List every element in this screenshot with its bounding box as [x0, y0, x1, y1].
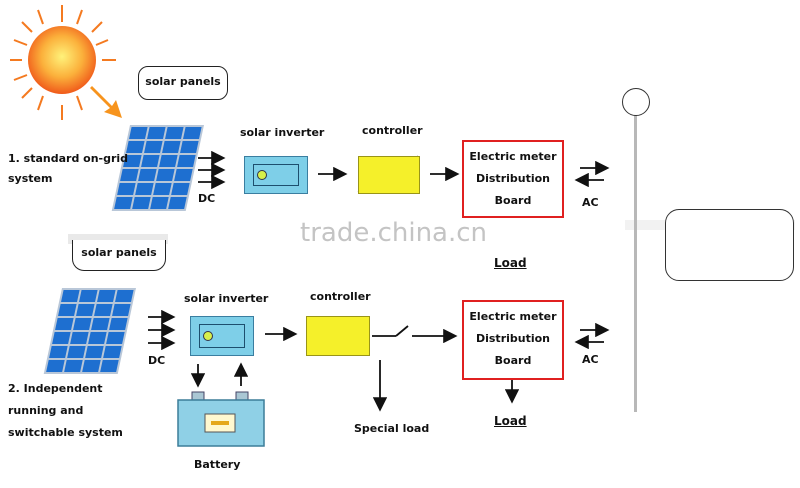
switch-icon [372, 325, 409, 337]
inverter-led-icon [257, 170, 267, 180]
system1-inverter-box [244, 156, 308, 194]
watermark: trade.china.cn [300, 218, 488, 248]
system1-controller-label: controller [362, 124, 423, 137]
battery-icon [177, 391, 265, 447]
system2-meter-line3: Board [494, 354, 532, 367]
solar-panel-2-icon [43, 288, 136, 374]
ac-source-circle [622, 88, 650, 116]
right-callout-box [665, 209, 794, 281]
system2-controller-label: controller [310, 290, 371, 303]
blur-strip [68, 234, 168, 244]
system1-dc-label: DC [198, 192, 216, 205]
system1-panels-label: solar panels [145, 75, 221, 88]
system1-title-line2: system [8, 172, 53, 185]
system2-load-label: Load [494, 414, 527, 428]
system1-meter-box: Electric meter Distribution Board [462, 140, 564, 218]
system1-inverter-label: solar inverter [240, 126, 325, 139]
inverter-led-icon [203, 331, 213, 341]
system1-meter-line1: Electric meter [469, 150, 557, 163]
solar-panel-1-icon [111, 125, 204, 211]
system1-meter-line3: Board [494, 194, 532, 207]
system2-battery-label: Battery [194, 458, 241, 471]
system1-panels-bubble: solar panels [138, 66, 228, 100]
system2-inverter-box [190, 316, 254, 356]
system1-load-label: Load [494, 256, 527, 270]
system2-meter-line1: Electric meter [469, 310, 557, 323]
system2-inverter-label: solar inverter [184, 292, 269, 305]
system2-panels-bubble: solar panels [72, 240, 166, 271]
system1-arrows [198, 150, 610, 190]
system2-title-line3: switchable system [8, 426, 123, 439]
sun-ray-arrow [90, 86, 122, 118]
system2-special-load-label: Special load [354, 422, 430, 435]
system2-controller-box [306, 316, 370, 356]
system1-ac-label: AC [582, 196, 599, 209]
system2-panels-label: solar panels [81, 246, 157, 259]
system2-arrows [148, 309, 610, 412]
system2-meter-line2: Distribution [475, 332, 551, 345]
system2-ac-label: AC [582, 353, 599, 366]
system2-dc-label: DC [148, 354, 166, 367]
system1-meter-line2: Distribution [475, 172, 551, 185]
system2-title-line1: 2. Independent [8, 382, 103, 395]
system1-title-line1: 1. standard on-grid [8, 152, 129, 165]
grid-line [634, 112, 637, 412]
system1-controller-box [358, 156, 420, 194]
system2-meter-box: Electric meter Distribution Board [462, 300, 564, 380]
sun-icon [10, 5, 116, 120]
system2-title-line2: running and [8, 404, 84, 417]
